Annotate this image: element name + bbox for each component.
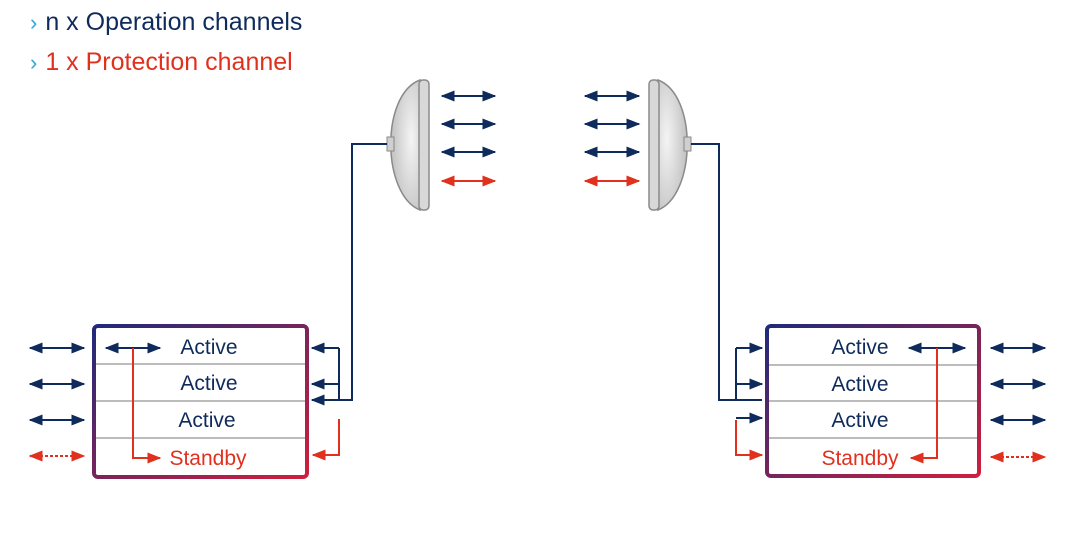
right-channel-3-label: Active <box>831 409 888 432</box>
left-channel-3-label: Active <box>178 409 235 432</box>
right-radio-unit: Active Active Active Standby <box>765 324 981 478</box>
legend-operation-channels: › n x Operation channels <box>30 7 302 38</box>
right-channel-1-label: Active <box>831 336 888 359</box>
right-channel-2-label: Active <box>831 373 888 396</box>
left-radio-unit: Active Active Active Standby <box>92 324 309 479</box>
legend-operation-text: n x Operation channels <box>45 8 303 36</box>
bullet-chevron-icon: › <box>30 50 38 75</box>
left-standby-label: Standby <box>169 447 247 470</box>
bullet-chevron-icon: › <box>30 10 38 35</box>
left-dish-antenna-icon <box>386 78 430 212</box>
legend-protection-text: 1 x Protection channel <box>45 48 293 76</box>
left-channel-1-label: Active <box>180 336 237 359</box>
legend-protection-channel: › 1 x Protection channel <box>30 47 293 78</box>
right-dish-antenna-icon <box>648 78 692 212</box>
right-standby-label: Standby <box>821 447 899 470</box>
left-channel-2-label: Active <box>180 372 237 395</box>
